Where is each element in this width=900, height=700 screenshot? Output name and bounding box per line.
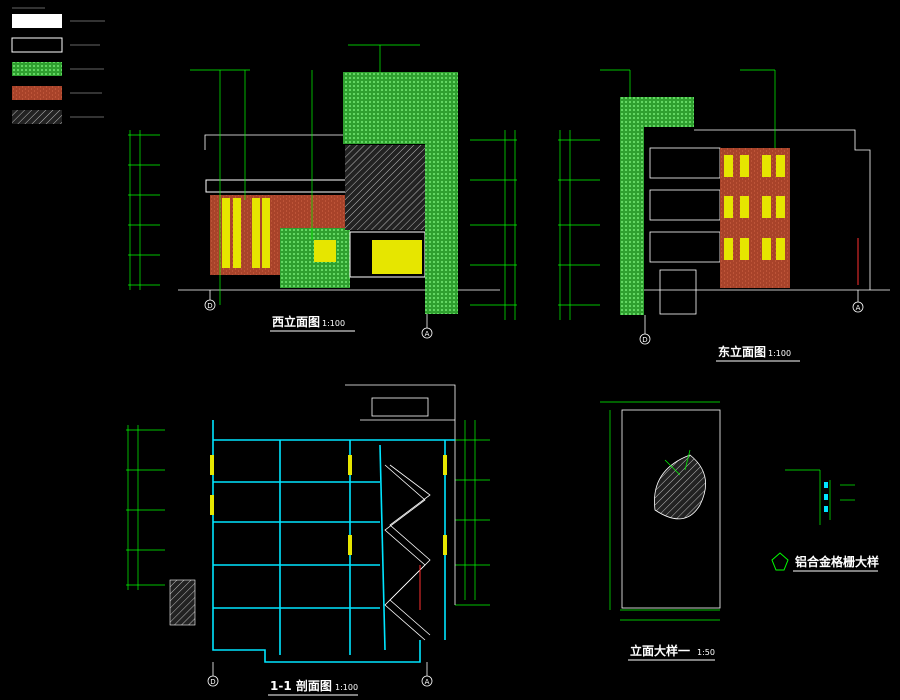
grille-detail: 铝合金格栅大样 [771,469,879,572]
east-elevation: D A 东立面图 1:100 [558,69,890,362]
west-elevation-scale: 1:100 [322,319,345,328]
section-1-1: D A 1-1 剖面图 1:100 [126,384,490,696]
west-elevation-title: 西立面图 [272,314,320,329]
axis-label-d: D [207,302,212,310]
detail-title: 立面大样一 [630,643,690,658]
axis-label-a: A [425,330,430,338]
grille-detail-title: 铝合金格栅大样 [795,554,879,569]
west-elevation: D A 西立面图 1:100 [128,44,517,339]
east-elevation-scale: 1:100 [768,349,791,358]
east-axis-label-a: A [856,304,861,312]
section-axis-label-d: D [210,678,215,686]
east-elevation-title: 东立面图 [718,344,766,359]
section-title: 1-1 剖面图 [270,678,332,693]
section-axis-label-a: A [425,678,430,686]
elevation-detail-1: 立面大样一 1:50 [600,401,721,661]
east-axis-label-d: D [642,336,647,344]
section-scale: 1:100 [335,683,358,692]
material-legend [11,7,105,124]
detail-scale: 1:50 [697,648,715,657]
